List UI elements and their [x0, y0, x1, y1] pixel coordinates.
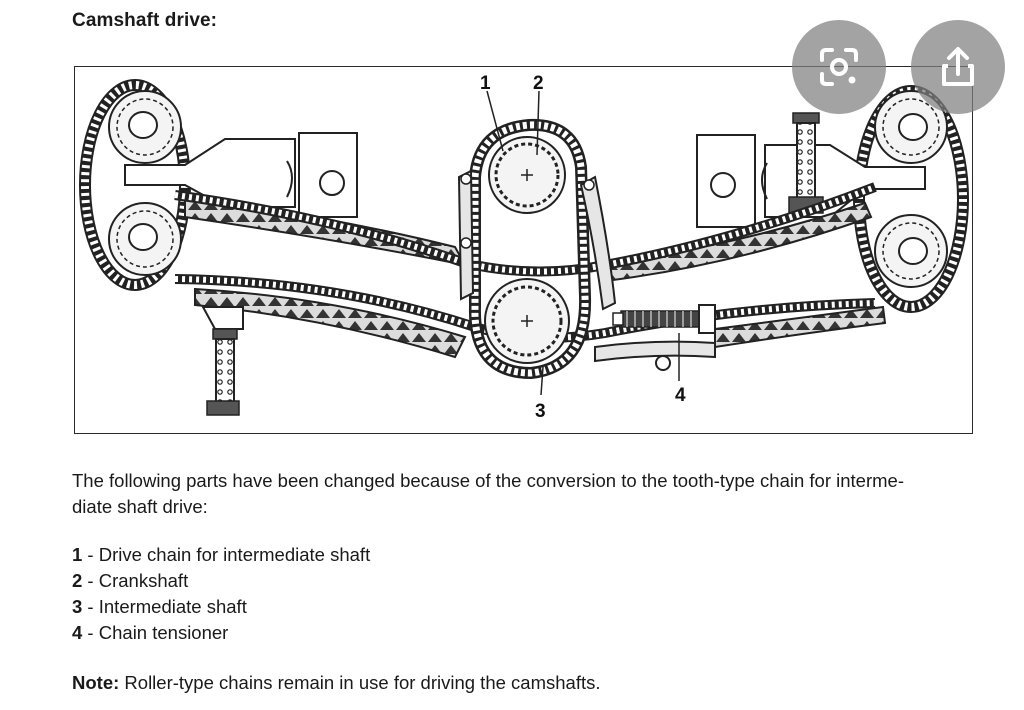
list-item: 3 - Intermediate shaft: [72, 594, 370, 620]
right-lower-cam-sprocket: [874, 214, 948, 288]
intermediate-drive-chain: [468, 118, 592, 380]
part-separator: -: [82, 622, 99, 643]
part-number: 1: [72, 544, 83, 565]
share-button[interactable]: [911, 20, 1005, 114]
lower-left-guide-rail: [194, 287, 467, 359]
lens-scan-icon: [820, 48, 858, 86]
list-item: 4 - Chain tensioner: [72, 620, 370, 646]
left-lower-tensioner: [206, 328, 240, 416]
intro-paragraph: The following parts have been changed be…: [72, 468, 1002, 520]
list-item: 2 - Crankshaft: [72, 568, 370, 594]
part-label: Chain tensioner: [98, 622, 229, 643]
lower-central-sprocket: [484, 278, 570, 364]
note-text: Roller-type chains remain in use for dri…: [119, 672, 601, 693]
chain-tensioner: [612, 304, 716, 334]
share-icon: [942, 47, 974, 86]
upper-camshaft-chain: [174, 182, 877, 277]
callout-2: 2: [533, 73, 544, 94]
callout-leaders: [486, 90, 680, 396]
callout-3: 3: [535, 401, 546, 422]
intro-line: The following parts have been changed be…: [72, 470, 904, 491]
list-item: 1 - Drive chain for intermediate shaft: [72, 542, 370, 568]
page-title: Camshaft drive:: [72, 10, 218, 31]
note-paragraph: Note: Roller-type chains remain in use f…: [72, 672, 601, 694]
note-label: Note:: [72, 672, 120, 693]
intro-line: diate shaft drive:: [72, 496, 208, 517]
left-upper-cam-sprocket: [108, 90, 182, 164]
part-label: Crankshaft: [98, 570, 189, 591]
central-left-guide: [457, 169, 475, 301]
part-separator: -: [82, 544, 99, 565]
right-upper-cam-sprocket: [874, 90, 948, 164]
central-right-tensioner-rail: [579, 175, 617, 311]
lower-right-guide-rail: [594, 305, 887, 371]
parts-list: 1 - Drive chain for intermediate shaft 2…: [72, 542, 370, 646]
left-cam-adjuster: [124, 132, 358, 218]
part-number: 2: [72, 570, 83, 591]
part-separator: -: [82, 596, 99, 617]
callout-4: 4: [675, 385, 686, 406]
part-label: Drive chain for intermediate shaft: [98, 544, 371, 565]
upper-central-sprocket: [488, 136, 566, 214]
callout-1: 1: [480, 73, 491, 94]
part-number: 3: [72, 596, 83, 617]
lens-search-button[interactable]: [792, 20, 886, 114]
part-number: 4: [72, 622, 83, 643]
camshaft-drive-diagram: 1 2 3 4: [74, 66, 973, 434]
part-separator: -: [82, 570, 99, 591]
part-label: Intermediate shaft: [98, 596, 247, 617]
left-lower-cam-sprocket: [108, 202, 182, 276]
